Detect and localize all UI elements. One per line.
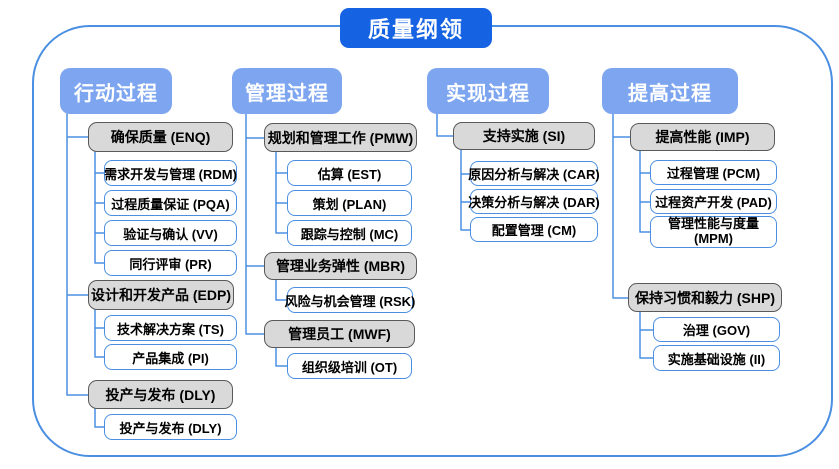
header-action-process: 行动过程	[60, 68, 172, 114]
node-enq: 确保质量 (ENQ)	[88, 122, 233, 152]
node-mbr: 管理业务弹性 (MBR)	[264, 252, 417, 280]
node-cm: 配置管理 (CM)	[470, 217, 598, 242]
node-ot: 组织级培训 (OT)	[287, 353, 412, 379]
node-ts: 技术解决方案 (TS)	[104, 315, 237, 341]
diagram-title: 质量纲领	[340, 8, 492, 48]
node-edp: 设计和开发产品 (EDP)	[88, 280, 234, 310]
node-est: 估算 (EST)	[287, 160, 412, 186]
node-pr: 同行评审 (PR)	[104, 250, 237, 276]
node-si: 支持实施 (SI)	[453, 122, 595, 150]
node-pmw: 规划和管理工作 (PMW)	[264, 123, 417, 152]
node-car: 原因分析与解决 (CAR)	[468, 161, 600, 186]
node-vv: 验证与确认 (VV)	[104, 220, 237, 246]
node-rdm: 需求开发与管理 (RDM)	[104, 160, 237, 186]
node-pad: 过程资产开发 (PAD)	[650, 189, 777, 214]
node-imp: 提高性能 (IMP)	[630, 123, 775, 151]
node-plan: 策划 (PLAN)	[287, 190, 412, 216]
node-shp: 保持习惯和毅力 (SHP)	[628, 283, 782, 312]
node-pi: 产品集成 (PI)	[104, 344, 237, 370]
node-mwf: 管理员工 (MWF)	[264, 320, 415, 348]
header-realization-process: 实现过程	[427, 68, 549, 114]
node-dar: 决策分析与解决 (DAR)	[468, 189, 600, 214]
header-improvement-process: 提高过程	[602, 68, 738, 114]
node-mc: 跟踪与控制 (MC)	[287, 220, 412, 246]
node-dly: 投产与发布 (DLY)	[104, 414, 237, 440]
node-gov: 治理 (GOV)	[653, 317, 780, 342]
node-mpm: 管理性能与度量 (MPM)	[650, 216, 777, 248]
node-ii: 实施基础设施 (II)	[653, 345, 780, 371]
node-pcm: 过程管理 (PCM)	[650, 160, 777, 185]
node-pqa: 过程质量保证 (PQA)	[104, 190, 237, 216]
header-management-process: 管理过程	[232, 68, 342, 114]
node-rsk: 风险与机会管理 (RSK)	[285, 287, 415, 313]
node-dly-group: 投产与发布 (DLY)	[88, 380, 233, 409]
